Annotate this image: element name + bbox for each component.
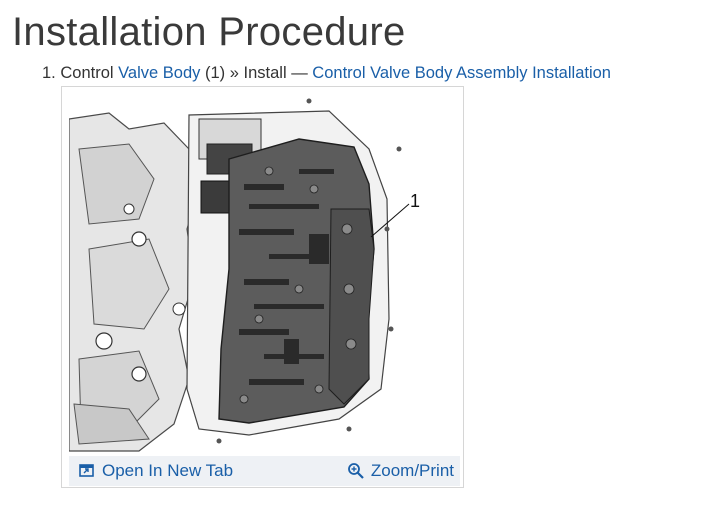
figure-toolbar: Open In New Tab Zoom/Print xyxy=(69,456,460,486)
page-title: Installation Procedure xyxy=(12,10,406,54)
procedure-figure: 1 Open In New Tab Zoom/Print xyxy=(61,86,464,488)
open-in-new-tab-label: Open In New Tab xyxy=(102,461,234,480)
valve-body-illustration[interactable]: 1 xyxy=(69,89,459,454)
open-in-new-tab-icon xyxy=(79,464,94,477)
zoom-icon xyxy=(347,463,364,479)
callout-label: 1 xyxy=(410,191,420,211)
zoom-print-label: Zoom/Print xyxy=(370,461,454,480)
step-text: Control xyxy=(60,64,114,82)
open-in-new-tab-button[interactable]: Open In New Tab xyxy=(78,461,233,481)
procedure-step: 1. Control Valve Body (1) » Install — Co… xyxy=(42,63,611,83)
step-number: 1. xyxy=(42,64,56,82)
step-text-2: (1) » Install — xyxy=(205,64,308,82)
valve-body-link[interactable]: Valve Body xyxy=(118,64,201,82)
zoom-print-button[interactable]: Zoom/Print xyxy=(347,461,454,481)
installation-link[interactable]: Control Valve Body Assembly Installation xyxy=(312,64,611,82)
